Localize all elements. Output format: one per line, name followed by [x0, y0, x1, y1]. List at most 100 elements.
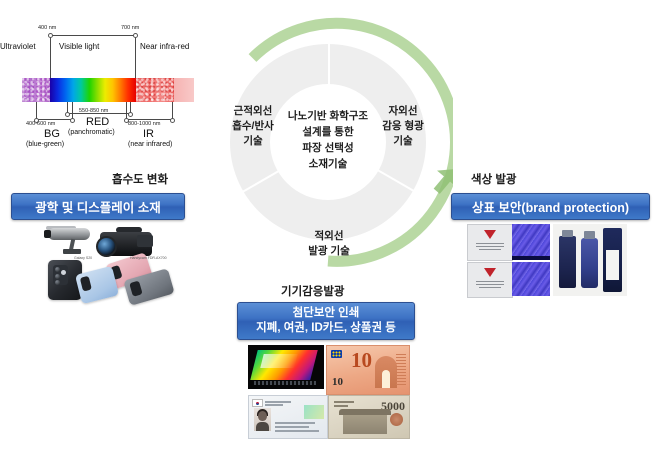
spectrum-segment-visible — [50, 78, 136, 102]
banner-print-line-1: 첨단보안 인쇄 — [292, 307, 360, 319]
photo-caption-handycam: Handycam FDR-AX700 — [130, 256, 167, 260]
segment-nir-line-2: 흡수/반사 — [232, 120, 274, 132]
id-header-line — [265, 404, 283, 406]
spectrum-tick-700: 700 nm — [121, 25, 140, 31]
euro-denomination-small: 10 — [332, 376, 343, 388]
id-data-line — [275, 426, 309, 428]
euro-archway-inner — [382, 370, 390, 388]
camera-lens-dot — [55, 267, 60, 272]
smartphone-camera-module — [53, 265, 68, 285]
pack-text-line — [476, 284, 504, 285]
camcorder-lens — [96, 236, 117, 257]
eu-stars — [332, 351, 341, 357]
camera-lens-dot — [55, 274, 60, 279]
hub-core-technology-text: 나노기반 화학구조 설계를 통한 파장 선택성 소재기술 — [258, 108, 398, 172]
hologram-glint — [260, 354, 298, 368]
won-seal-motif — [390, 413, 403, 426]
id-portrait-face — [258, 411, 267, 421]
bracket-red-dot-right — [128, 111, 133, 117]
spectrum-tick-dot-400 — [48, 33, 53, 38]
id-data-line — [275, 422, 315, 424]
caption-absorbance-change: 흡수도 변화 — [112, 174, 169, 186]
photo-cluster-brand-protection — [467, 222, 627, 298]
bracket-bg-left — [36, 102, 37, 119]
spectrum-segment-near-infrared — [136, 78, 174, 102]
pack-text-line — [476, 243, 504, 244]
banner-optical-display-materials[interactable]: 광학 및 디스플레이 소재 — [11, 193, 185, 220]
spectrum-label-ultraviolet: Ultraviolet — [0, 42, 36, 51]
id-hologram-patch — [304, 405, 324, 419]
cigarette-pack-top — [467, 224, 513, 261]
bracket-red-bar — [67, 113, 130, 114]
spectrum-segment-ultraviolet — [22, 78, 50, 102]
won-header-line — [334, 401, 354, 403]
bracket-ir-right — [172, 102, 173, 119]
caption-color-emission: 색상 발광 — [471, 174, 517, 186]
korean-flag-icon — [252, 399, 263, 407]
id-portrait — [254, 408, 271, 431]
spectrum-top-bracket-left — [50, 35, 51, 78]
circle-diagram: 나노기반 화학구조 설계를 통한 파장 선택성 소재기술 근적외선 흡수/반사 … — [203, 16, 453, 276]
spectrum-top-bracket-right — [135, 35, 136, 78]
spectrum-panel: 400 nm 700 nm Ultraviolet Visible light … — [0, 18, 215, 150]
bracket-ir-dot-right — [170, 118, 175, 123]
spectrum-label-visible-light: Visible light — [59, 42, 100, 51]
spectrum-bar — [22, 78, 194, 102]
camcorder-screen — [137, 235, 153, 247]
photo-cluster-security-printing: 10 10 5000 — [248, 345, 410, 439]
hub-line-3: 파장 선택성 — [302, 142, 354, 154]
segment-ir-line-2: 발광 기술 — [308, 245, 350, 257]
euro-banknote-photo: 10 10 — [326, 345, 410, 395]
band-range-red: 550-850 nm — [79, 108, 109, 114]
pack-hologram-divider — [512, 256, 550, 260]
euro-guilloche-lines — [396, 354, 406, 386]
band-code-bg: BG — [44, 128, 60, 140]
segment-uv-line-1: 자외선 — [388, 105, 418, 117]
pack-hologram-top — [512, 224, 550, 259]
cctv-lens — [44, 230, 51, 238]
won-building-motif — [339, 409, 391, 434]
bracket-ir-dot-left — [124, 118, 129, 123]
band-range-bg: 400-600 nm — [26, 121, 56, 127]
id-header-line — [265, 401, 291, 403]
euro-archway-motif — [375, 356, 397, 388]
hologram-magnetic-strip — [254, 381, 316, 385]
cctv-base — [63, 249, 81, 254]
cosmetic-bottle-2 — [581, 238, 598, 288]
segment-nir-line-1: 근적외선 — [233, 105, 273, 117]
camera-lens-dot — [55, 280, 60, 285]
bracket-ir-bar — [126, 119, 172, 120]
id-data-line — [275, 430, 319, 432]
photo-cluster-optical-devices: Galaxy S20 Handycam FDR-AX700 — [30, 222, 180, 306]
banner-security-printing[interactable]: 첨단보안 인쇄 지폐, 여권, ID카드, 상품권 등 — [237, 302, 415, 340]
caption-device-responsive-emission: 기기감응발광 — [281, 286, 345, 298]
spectrum-segment-far-fade — [174, 78, 194, 102]
pack-hologram-bottom — [512, 262, 550, 296]
band-range-ir: 800-1000 nm — [128, 121, 161, 127]
won-banknote-photo: 5000 — [328, 395, 410, 439]
segment-nir-line-3: 기술 — [243, 135, 263, 147]
green-ring-arrow — [248, 17, 453, 267]
band-code-ir: IR — [143, 128, 154, 140]
bracket-ir-left — [126, 102, 127, 119]
bottle-cap-2 — [584, 231, 595, 239]
spectrum-label-near-infra-red: Near infra-red — [140, 42, 190, 51]
banner-brand-protection[interactable]: 상표 보안(brand protection) — [451, 193, 650, 220]
hologram-card-photo — [248, 345, 324, 389]
cosmetic-bottles-photo — [553, 224, 627, 296]
hub-line-1: 나노기반 화학구조 — [287, 110, 369, 122]
won-building-roof — [339, 409, 391, 415]
bracket-red-left — [67, 102, 68, 113]
cctv-body — [48, 228, 90, 240]
smartphone-camera-module — [129, 280, 143, 297]
bracket-bg-dot-right — [70, 118, 75, 123]
bottle-cap-1 — [562, 230, 573, 237]
cosmetic-bottle-1 — [559, 236, 576, 288]
segment-label-near-infrared-absorption: 근적외선 흡수/반사 기술 — [211, 104, 295, 149]
bracket-bg-dot-left — [34, 118, 39, 123]
banner-brand-label: 상표 보안(brand protection) — [471, 201, 630, 215]
pack-triangle-logo — [484, 268, 496, 277]
band-note-bg: (blue-green) — [26, 141, 65, 148]
won-header-line — [334, 405, 348, 407]
donut-hub — [270, 84, 386, 200]
